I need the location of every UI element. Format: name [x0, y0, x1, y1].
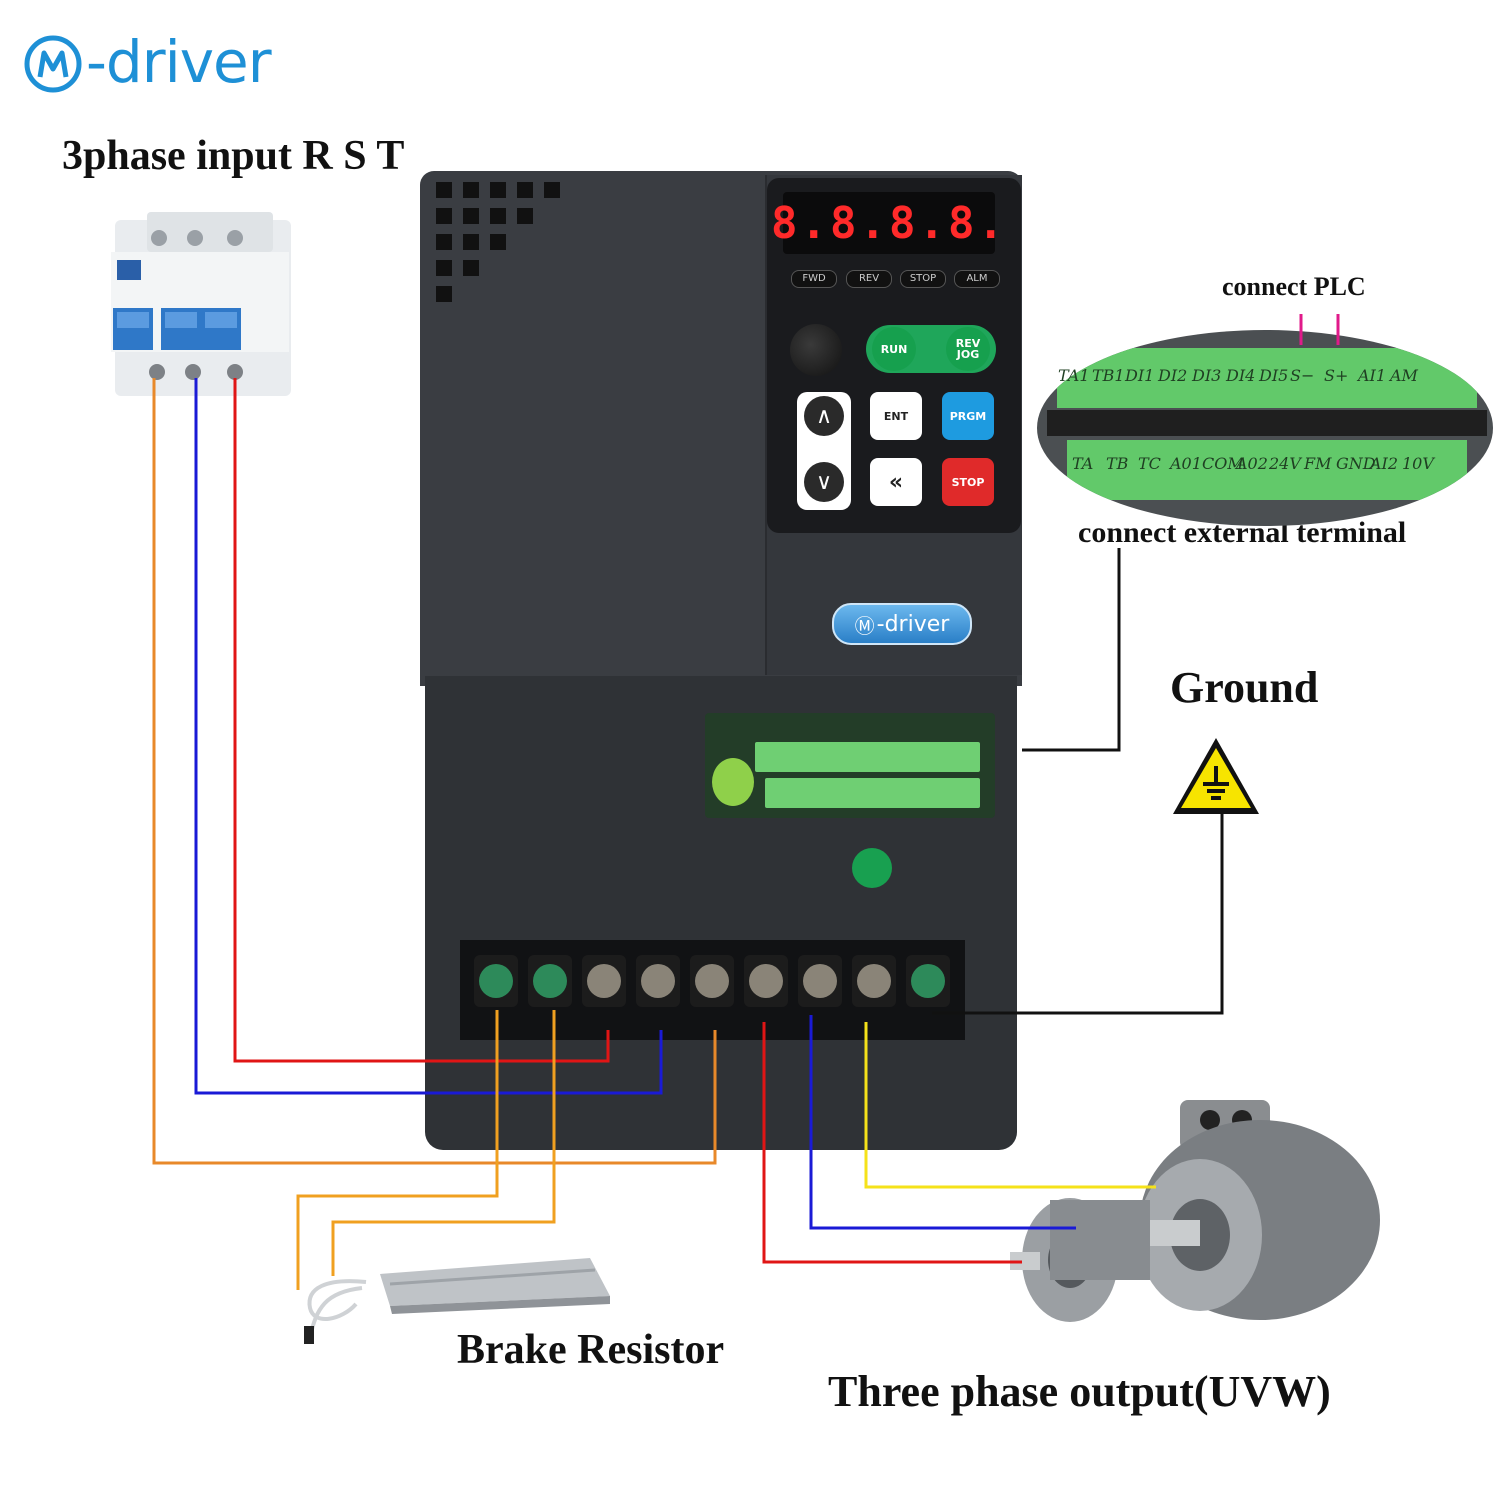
down-arrow-icon[interactable]: ∨: [804, 462, 844, 502]
terminal-top-3: DI2: [1158, 366, 1188, 385]
indicator-stop: STOP: [900, 270, 946, 288]
control-terminal-zoom: [1037, 330, 1493, 526]
vent-grille: [436, 182, 560, 302]
terminal-bottom-3: A01: [1170, 454, 1202, 473]
terminal-top-5: DI4: [1226, 366, 1256, 385]
terminal-bottom-2: TC: [1138, 454, 1161, 473]
terminal-top-10: AM: [1390, 366, 1418, 385]
terminal-bottom-10: 10V: [1402, 454, 1434, 473]
ground-label: Ground: [1170, 663, 1319, 712]
terminal-top-0: TA1: [1058, 366, 1090, 385]
terminal-bottom-5: A02: [1236, 454, 1268, 473]
potentiometer-knob[interactable]: [790, 324, 842, 376]
jog-label: JOG: [956, 348, 980, 361]
terminal-top-1: TB1: [1092, 366, 1125, 385]
terminal-screw[interactable]: [690, 955, 734, 1007]
front-badge: Ⓜ -driver: [832, 603, 972, 645]
wire-brake-1: [296, 1010, 499, 1290]
rev-jog-button[interactable]: REV JOG: [946, 327, 990, 371]
control-terminal-row-top: [755, 742, 980, 772]
indicator-alm: ALM: [954, 270, 1000, 288]
brake-resistor-label: Brake Resistor: [457, 1327, 725, 1373]
power-terminals: [474, 955, 950, 1007]
led-display: 8.8.8.8.: [771, 192, 1004, 254]
terminal-bottom-6: 24V: [1269, 454, 1301, 473]
terminal-top-8: S+: [1324, 366, 1349, 385]
wire-ground: [932, 812, 1224, 1015]
indicator-fwd: FWD: [791, 270, 837, 288]
terminal-bottom-7: FM: [1304, 454, 1332, 473]
terminal-top-7: S−: [1290, 366, 1315, 385]
display-readout: 8.8.8.8.: [771, 197, 1007, 249]
terminal-gap: [1047, 410, 1487, 436]
terminal-strip-bottom: [1067, 440, 1467, 500]
brand-name: -driver: [86, 28, 272, 96]
shift-icon[interactable]: «: [870, 458, 922, 506]
terminal-screw[interactable]: [528, 955, 572, 1007]
terminal-top-9: AI1: [1358, 366, 1387, 385]
terminal-bottom-1: TB: [1106, 454, 1129, 473]
wire-blue-input: [194, 378, 663, 1095]
brand-logo: -driver: [22, 28, 272, 96]
terminal-bottom-4: COM: [1202, 454, 1244, 473]
prgm-button[interactable]: PRGM: [942, 392, 994, 440]
terminal-bottom-0: TA: [1072, 454, 1094, 473]
terminal-screw[interactable]: [906, 955, 950, 1007]
wire-brake-2: [331, 1010, 556, 1276]
output-label: Three phase output(UVW): [828, 1367, 1331, 1416]
capacitor: [712, 758, 754, 806]
terminal-strip-top: [1057, 348, 1477, 408]
stop-button[interactable]: STOP: [942, 458, 994, 506]
run-button[interactable]: RUN: [872, 327, 916, 371]
terminal-top-2: DI1: [1125, 366, 1155, 385]
ground-warning-icon: [1173, 738, 1259, 814]
three-phase-motor-image: [1010, 1100, 1380, 1322]
terminal-top-6: DI5: [1259, 366, 1289, 385]
plc-label: connect PLC: [1222, 272, 1366, 301]
indicator-rev: REV: [846, 270, 892, 288]
brake-resistor-image: [380, 1258, 610, 1314]
terminal-screw[interactable]: [798, 955, 842, 1007]
resistor-lead-wires: [304, 1279, 367, 1344]
terminal-screw[interactable]: [582, 955, 626, 1007]
terminal-top-4: DI3: [1192, 366, 1222, 385]
up-arrow-icon[interactable]: ∧: [804, 396, 844, 436]
control-terminal-row-bottom: [765, 778, 980, 808]
circuit-breaker: [111, 212, 291, 396]
terminal-screw[interactable]: [744, 955, 788, 1007]
wire-orange-input: [152, 378, 717, 1165]
wire-red-input: [233, 378, 610, 1063]
terminal-screw[interactable]: [852, 955, 896, 1007]
m-logo-icon: Ⓜ: [854, 613, 875, 638]
badge-text: -driver: [876, 611, 950, 637]
terminal-screw[interactable]: [474, 955, 518, 1007]
wire-yellow-output: [864, 1022, 1156, 1189]
wire-blue-output: [809, 1015, 1076, 1230]
terminal-screw[interactable]: [636, 955, 680, 1007]
qc-sticker: [852, 848, 892, 888]
wire-red-output: [762, 1022, 1022, 1264]
m-logo-icon: [24, 35, 82, 93]
terminal-bottom-8: GND: [1336, 454, 1376, 473]
rev-label: REV: [955, 337, 981, 350]
wire-control: [1022, 548, 1121, 752]
terminal-bottom-9: AI2: [1370, 454, 1399, 473]
ent-button[interactable]: ENT: [870, 392, 922, 440]
input-label: 3phase input R S T: [62, 133, 405, 179]
